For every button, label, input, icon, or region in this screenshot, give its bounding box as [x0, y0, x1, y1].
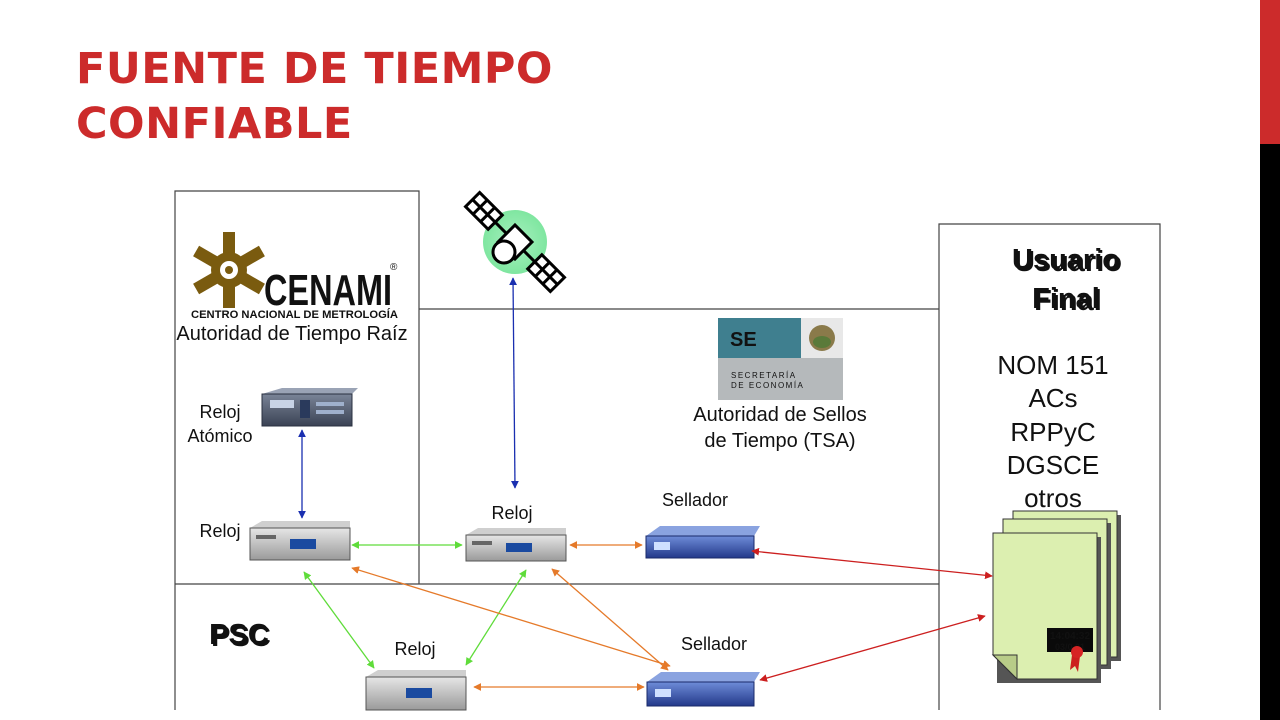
tsa-caption-line-1: Autoridad de Sellos: [693, 404, 866, 426]
cenam-caption: Autoridad de Tiempo Raíz: [176, 323, 407, 345]
cenam-region-border: [174, 190, 420, 710]
arrow-sellador-tsa-to-usuario: [751, 547, 993, 580]
usuario-region-border: [938, 223, 1161, 710]
stamp-date: 03/0 01: [1055, 642, 1085, 652]
sellador-psc-server: [646, 672, 760, 707]
slide-title-line-1: FUENTE DE TIEMPO: [76, 44, 553, 94]
reloj-psc-label: Reloj: [394, 639, 435, 659]
se-logo-line-2: DE ECONOMÍA: [731, 381, 804, 390]
se-logo: SE SECRETARÍA DE ECONOMÍA: [718, 318, 843, 400]
atomic-clock-label-line-2: Atómico: [187, 426, 252, 446]
arrow-reloj-tsa-to-sellador-psc: [551, 568, 669, 671]
sellador-psc-label: Sellador: [681, 634, 747, 654]
arrow-satellite-to-reloj: [509, 277, 519, 489]
entity-item: RPPyC: [1010, 417, 1095, 447]
atomic-clock-device: [261, 388, 358, 427]
arrow-reloj-cenam-to-reloj-psc: [303, 571, 375, 669]
reloj-tsa-label: Reloj: [491, 503, 532, 523]
side-accent-bar-black: [1260, 144, 1280, 720]
entity-list: NOM 151 ACs RPPyC DGSCE otros: [997, 350, 1108, 513]
cenam-registered-mark: ®: [390, 262, 398, 273]
entity-item: DGSCE: [1007, 450, 1099, 480]
slide-title-line-2: CONFIABLE: [76, 99, 353, 149]
atomic-clock-label-line-1: Reloj: [199, 402, 240, 422]
se-logo-line-1: SECRETARÍA: [731, 371, 797, 380]
entity-item: otros: [1024, 483, 1082, 513]
cenam-logo-text: CENAMI: [264, 266, 392, 315]
seal-ribbon-icon: [1070, 646, 1083, 672]
entity-item: ACs: [1028, 383, 1077, 413]
entity-item: NOM 151: [997, 350, 1108, 380]
cenam-emblem-icon: [193, 232, 265, 308]
reloj-cenam-label: Reloj: [199, 521, 240, 541]
sellador-tsa-label: Sellador: [662, 490, 728, 510]
usuario-label-line-1: Usuario: [1012, 244, 1120, 276]
slide-title: FUENTE DE TIEMPO CONFIABLE: [76, 42, 553, 152]
arrow-sellador-psc-to-usuario: [759, 614, 986, 682]
se-logo-text: SE: [730, 329, 757, 351]
psc-label: PSC: [209, 619, 269, 651]
reloj-psc-server: [365, 670, 467, 711]
side-accent-bar-red: [1260, 0, 1280, 144]
document-stack-icon: 14:04:32 03/0 01: [991, 510, 1121, 683]
usuario-label-shadow-2: Final: [1034, 285, 1102, 317]
reloj-cenam-server: [249, 521, 351, 561]
connection-arrows: [298, 277, 993, 691]
stamp-time: 14:04:32: [1050, 631, 1090, 642]
tsa-caption-line-2: de Tiempo (TSA): [704, 430, 855, 452]
psc-label-shadow: PSC: [211, 621, 271, 653]
sellador-tsa-server: [645, 526, 760, 559]
usuario-label-line-2: Final: [1032, 283, 1100, 315]
satellite-icon: [463, 190, 567, 294]
cenam-logo: CENAMI ® CENTRO NACIONAL DE METROLOGÍA: [191, 232, 398, 321]
usuario-label-shadow-1: Usuario: [1014, 246, 1122, 278]
cenam-logo-subtext: CENTRO NACIONAL DE METROLOGÍA: [191, 308, 398, 321]
reloj-tsa-server: [465, 528, 567, 562]
